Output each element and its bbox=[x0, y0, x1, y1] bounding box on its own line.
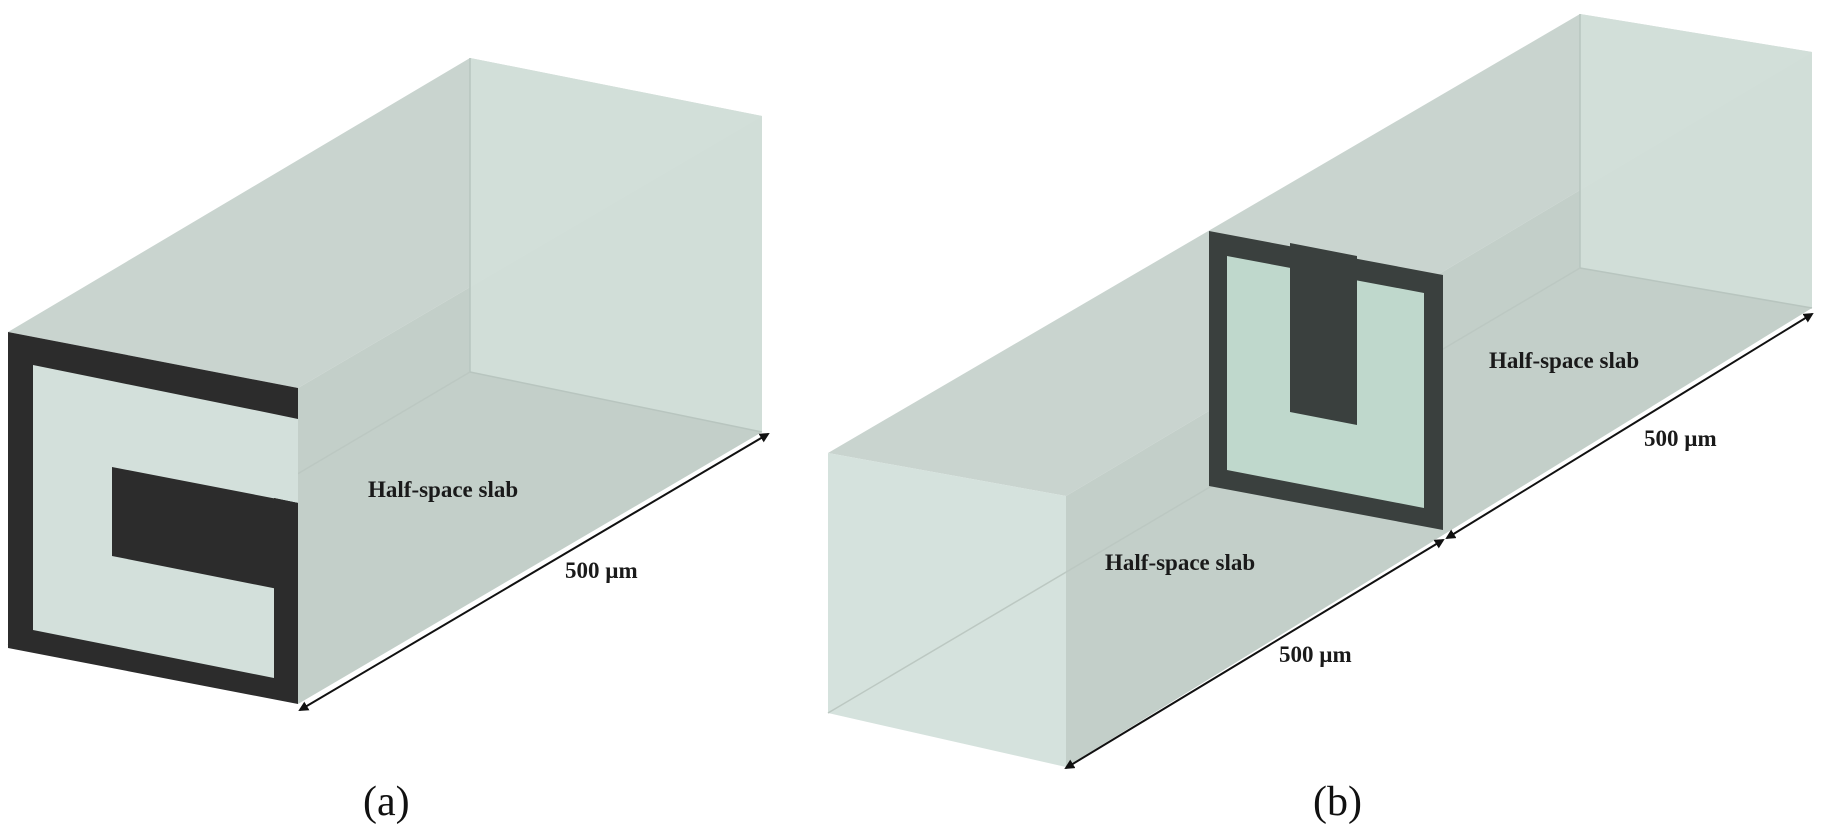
dimension-arrow-a bbox=[298, 432, 770, 712]
slab-label-b-front: Half-space slab bbox=[1105, 550, 1255, 575]
slab-hidden-edge-b2 bbox=[1579, 267, 1813, 309]
dimension-arrow-b-back bbox=[1445, 312, 1814, 540]
dimension-arrow-b-front bbox=[1064, 538, 1445, 770]
caption-a: (a) bbox=[363, 779, 410, 825]
slab-hidden-edge-a2 bbox=[469, 371, 763, 433]
slab-label-b-back: Half-space slab bbox=[1489, 348, 1639, 373]
panel-a: Half-space slab 500 µm (a) bbox=[7, 58, 770, 825]
slab-near-end-face-b bbox=[828, 453, 1066, 767]
panel-b: Half-space slab Half-space slab 500 µm 5… bbox=[827, 14, 1814, 825]
slab-label-a: Half-space slab bbox=[368, 477, 518, 502]
dimension-label-a: 500 µm bbox=[565, 558, 638, 583]
resonator-inner-bar-a bbox=[112, 467, 298, 593]
resonator-a bbox=[8, 332, 298, 704]
resonator-inner-bar-b bbox=[1290, 243, 1357, 425]
dimension-label-b-back: 500 µm bbox=[1644, 426, 1717, 451]
dimension-label-b-front: 500 µm bbox=[1279, 642, 1352, 667]
slab-far-end-face-a bbox=[470, 58, 762, 432]
resonator-right-arm-top-a bbox=[274, 414, 298, 503]
caption-b: (b) bbox=[1313, 779, 1362, 825]
slab-far-end-face-b bbox=[1580, 14, 1812, 308]
resonator-b bbox=[1209, 231, 1443, 530]
